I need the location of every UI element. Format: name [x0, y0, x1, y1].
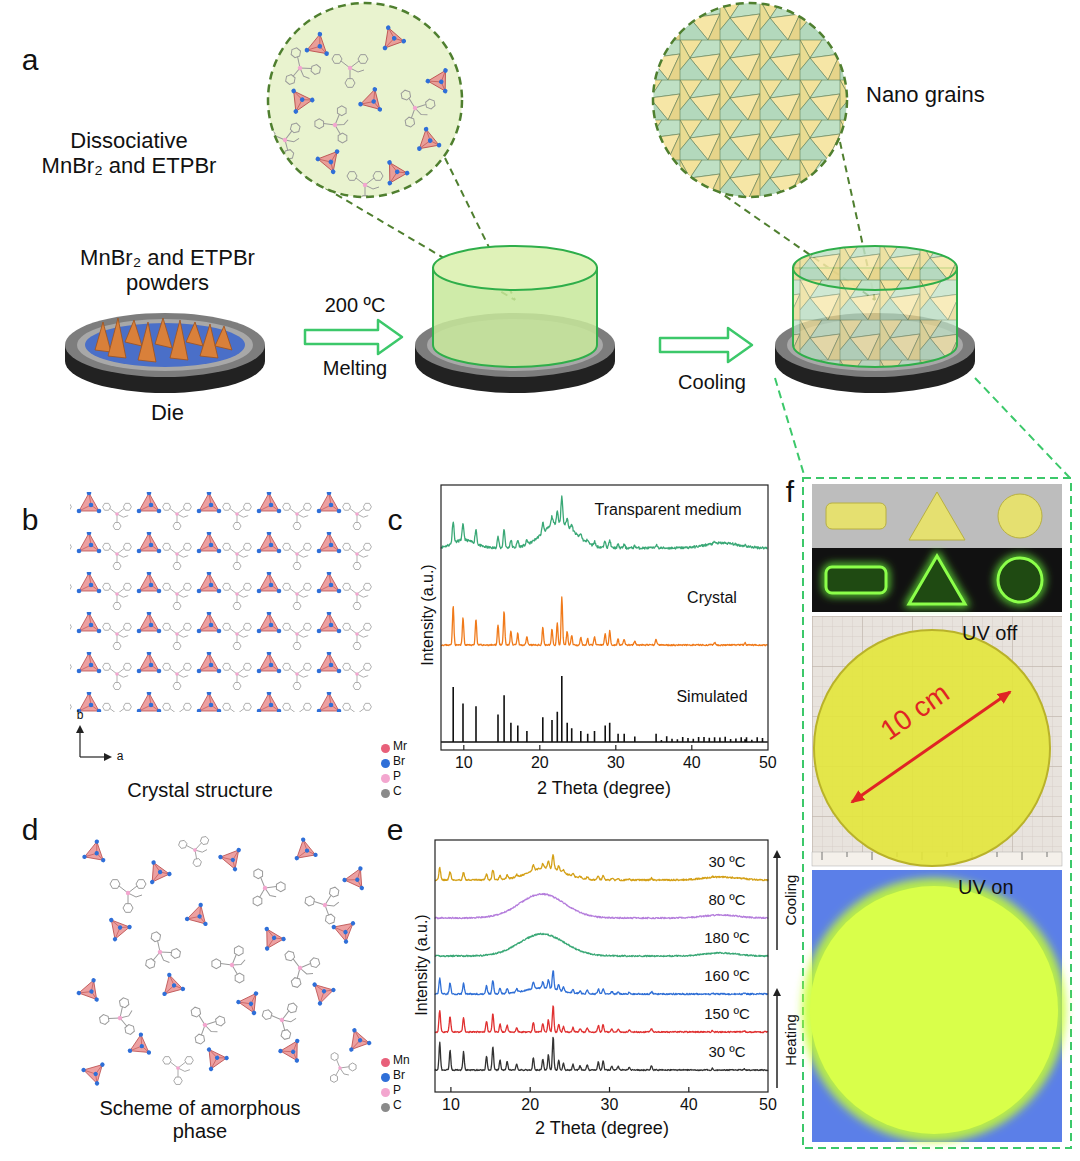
inset-circle: Nano grains — [640, 0, 1080, 210]
series-label: Simulated — [676, 688, 747, 706]
series-label: 80 ºC — [706, 891, 747, 908]
panel-letter: a — [22, 43, 39, 78]
inset-caption: Nano grains — [866, 82, 985, 107]
series-label: 150 ºC — [702, 1005, 752, 1022]
tick-label: 50 — [759, 754, 777, 772]
axis-label: a — [117, 750, 124, 764]
die: MnBr₂ and ETPBr powdersDie — [60, 245, 275, 425]
tick-label: 10 — [455, 754, 473, 772]
die-label: Die — [60, 400, 275, 425]
data-trace — [441, 676, 768, 742]
photo-label: UV off — [962, 622, 1017, 645]
legend-label: Br — [393, 1069, 405, 1083]
tick-label: 30 — [607, 754, 625, 772]
axis-title: Intensity (a.u.) — [413, 914, 431, 1015]
photo-panel: UV on — [812, 870, 1062, 1142]
process-label: 200 ºC — [325, 294, 386, 317]
xrd-chart — [441, 485, 768, 750]
legend-swatch — [381, 744, 390, 753]
photo-uv-off — [812, 616, 1062, 866]
legend-swatch — [381, 759, 390, 768]
die-caption: MnBr₂ and ETPBr powders — [60, 245, 275, 296]
legend-swatch — [381, 1058, 390, 1067]
inset-illustration — [264, 3, 462, 204]
data-trace — [435, 1037, 768, 1070]
panel-letter: f — [786, 475, 794, 510]
photo-label: UV on — [958, 876, 1014, 899]
panel-letter: c — [388, 503, 403, 538]
tick-label: 50 — [759, 1096, 777, 1114]
axis-title: 2 Theta (degree) — [535, 1118, 669, 1139]
die-illustration — [775, 246, 975, 393]
inset-illustration — [653, 3, 847, 197]
series-label: 30 ºC — [706, 1043, 747, 1060]
panel-letter: d — [22, 813, 39, 848]
dimension-label: 10 cm — [875, 677, 956, 747]
tick-label: 40 — [683, 754, 701, 772]
legend-label: Br — [393, 755, 405, 769]
process-label: Melting — [323, 357, 387, 380]
axis-title: 2 Theta (degree) — [537, 778, 671, 799]
inset-caption: Dissociative MnBr₂ and ETPBr — [40, 128, 218, 179]
legend-label: C — [393, 1099, 402, 1113]
tick-label: 30 — [601, 1096, 619, 1114]
data-trace — [435, 1006, 768, 1033]
zoom-lines — [775, 378, 1071, 1148]
series-label: 30 ºC — [706, 853, 747, 870]
inset-circle: Dissociative MnBr₂ and ETPBr — [40, 0, 470, 210]
die-illustration — [415, 246, 615, 393]
axis-title: Intensity (a.u.) — [419, 564, 437, 665]
legend-label: Mn — [393, 1054, 410, 1068]
photo-shapes — [812, 484, 1062, 612]
die-illustration — [65, 313, 265, 393]
legend-label: P — [393, 770, 401, 784]
legend-label: C — [393, 785, 402, 799]
tick-label: 20 — [521, 1096, 539, 1114]
process-arrow — [305, 320, 752, 362]
panel-caption: Crystal structure — [127, 779, 273, 802]
panel-letter: b — [22, 503, 39, 538]
axis-label: b — [77, 709, 84, 723]
legend-label: P — [393, 1084, 401, 1098]
tick-label: 40 — [680, 1096, 698, 1114]
legend-swatch — [381, 1088, 390, 1097]
xrd-chart — [435, 840, 777, 1092]
data-trace — [441, 496, 768, 549]
series-label: Crystal — [687, 589, 737, 607]
photo-uv-on — [802, 870, 1066, 1142]
amorphous-scheme — [76, 836, 372, 1089]
series-label: Transparent medium — [594, 501, 741, 519]
legend-swatch — [381, 1103, 390, 1112]
tick-label: 10 — [442, 1096, 460, 1114]
series-label: 180 ºC — [702, 929, 752, 946]
series-label: 160 ºC — [702, 967, 752, 984]
process-label: Heating — [782, 1014, 799, 1066]
legend-swatch — [381, 1073, 390, 1082]
process-label: Cooling — [678, 371, 746, 394]
photo-panel: UV off 10 cm — [812, 616, 1062, 866]
tick-label: 20 — [531, 754, 549, 772]
legend-label: Mr — [393, 740, 407, 754]
process-label: Cooling — [782, 875, 799, 926]
panel-caption: Scheme of amorphous phase — [80, 1097, 320, 1143]
legend-swatch — [381, 789, 390, 798]
legend-swatch — [381, 774, 390, 783]
crystal-structure — [70, 490, 375, 757]
panel-letter: e — [387, 813, 404, 848]
